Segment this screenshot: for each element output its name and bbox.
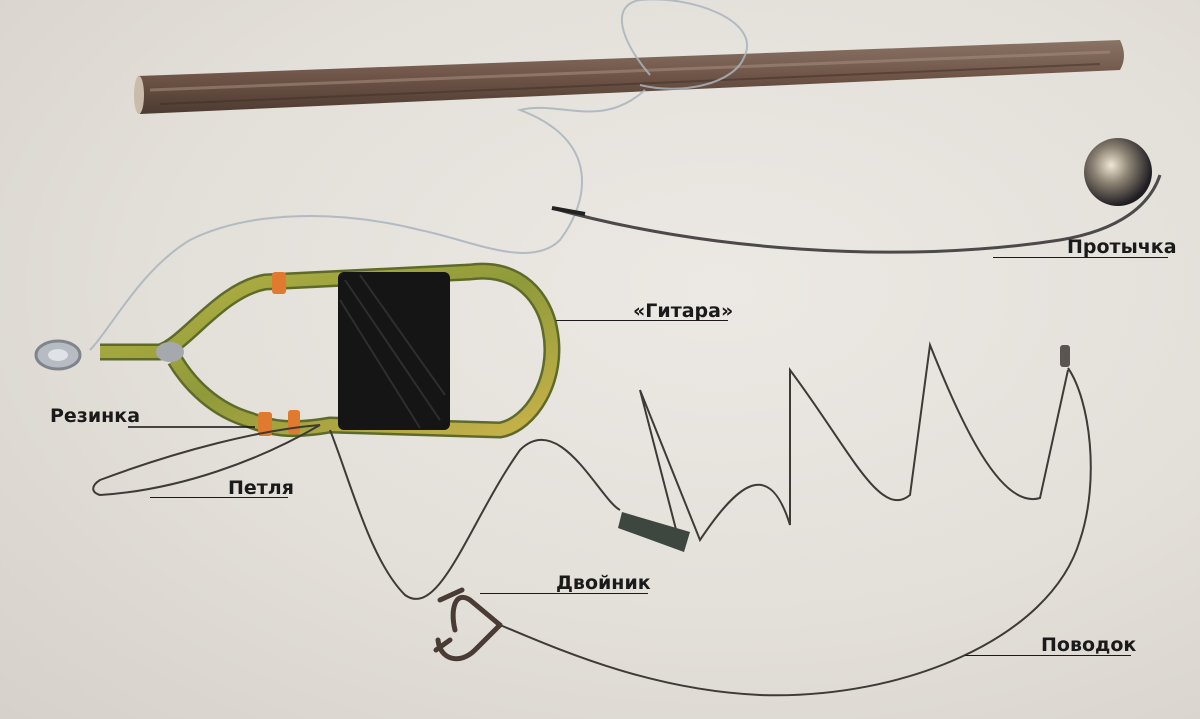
leader-gitara [556,320,728,321]
leader-dvoinik [480,593,648,594]
label-protychka: Протычка [1067,236,1177,258]
leader-petlya [150,497,288,498]
label-rezinka: Резинка [50,405,141,427]
protychka-needle [551,138,1162,254]
wire-leader-line [92,341,1092,697]
fishing-line-clear [89,0,748,351]
label-dvoinik: Двойник [556,572,651,594]
sinker-and-swivel [618,345,1070,552]
leader-protychka [993,257,1168,258]
gitara-frame [34,262,561,439]
double-hook [433,587,503,662]
label-povodok: Поводок [1041,634,1137,656]
stick [134,40,1124,114]
label-gitara: «Гитара» [633,300,734,322]
leader-povodok [965,655,1131,656]
label-petlya: Петля [228,477,294,499]
